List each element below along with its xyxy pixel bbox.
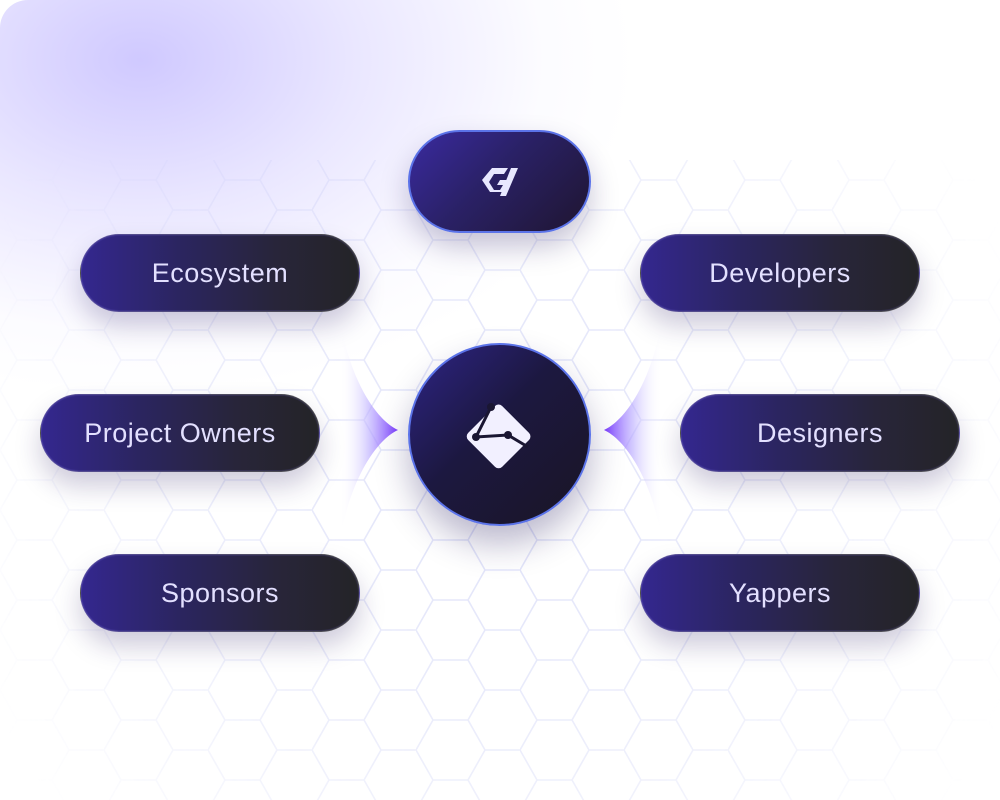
node-label: Ecosystem [151, 257, 289, 288]
node-designers: Designers [680, 394, 960, 472]
node-ecosystem: Ecosystem [80, 234, 360, 312]
node-label: Developers [709, 257, 851, 288]
node-label: Project Owners [84, 417, 276, 448]
right-connector-glow [604, 320, 662, 540]
left-connector-glow [340, 320, 398, 540]
node-yappers: Yappers [640, 554, 920, 632]
center-hub-node [408, 343, 591, 526]
top-logo-node [408, 130, 591, 233]
node-label: Sponsors [160, 577, 280, 608]
node-label: Designers [756, 417, 884, 448]
node-sponsors: Sponsors [80, 554, 360, 632]
hub-logo-icon [466, 402, 530, 468]
node-label: Yappers [728, 577, 832, 608]
brand-logo-icon [481, 167, 518, 196]
node-project-owners: Project Owners [40, 394, 320, 472]
node-developers: Developers [640, 234, 920, 312]
